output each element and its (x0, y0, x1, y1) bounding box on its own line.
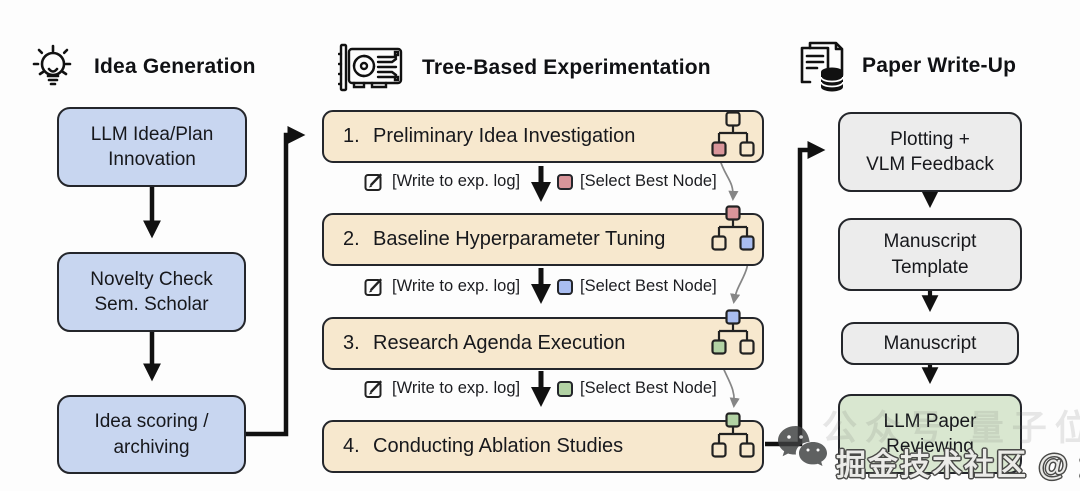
node-color-chip (557, 380, 573, 397)
step-number: 1. (343, 125, 360, 147)
step-number: 3. (343, 332, 360, 354)
node-color-chip (557, 173, 573, 190)
edit-icon (364, 380, 383, 398)
gpu-icon (338, 43, 403, 92)
header-idea-generation-label: Idea Generation (94, 55, 256, 78)
box-manuscript-template: Manuscript Template (838, 218, 1022, 291)
header-tree-experimentation: Tree-Based Experimentation (338, 42, 711, 94)
watermark-text: 掘金技术社区 @ 量子位 (836, 449, 1080, 482)
write-log-label-row: [Write to exp. log] (364, 171, 520, 192)
write-log-label: [Write to exp. log] (392, 277, 521, 295)
faint-watermark: 公众号 量子位 (822, 409, 1080, 448)
header-paper-writeup-label: Paper Write-Up (862, 54, 1017, 77)
box-plotting-vlm-feedback: Plotting + VLM Feedback (838, 112, 1022, 192)
lightbulb-icon (32, 44, 74, 86)
select-node-label: [Select Best Node] (580, 172, 717, 190)
select-node-label-row: [Select Best Node] (557, 172, 717, 191)
step-title: Preliminary Idea Investigation (373, 125, 636, 147)
header-idea-generation: Idea Generation (26, 38, 256, 96)
tree-icon (711, 412, 755, 458)
tree-icon (711, 205, 755, 251)
box-baseline-hyperparameter-tuning: 2. Baseline Hyperparameter Tuning (322, 213, 764, 266)
select-node-label-row: [Select Best Node] (557, 379, 717, 398)
write-log-label: [Write to exp. log] (392, 172, 521, 190)
box-llm-paper-reviewing: LLM Paper Reviewing (838, 394, 1022, 474)
header-paper-writeup: Paper Write-Up (794, 38, 1016, 94)
select-node-label-row: [Select Best Node] (557, 277, 717, 296)
wechat-icon (778, 426, 827, 466)
write-log-label-row: [Write to exp. log] (364, 378, 520, 399)
tree-icon (711, 309, 755, 355)
step-title: Baseline Hyperparameter Tuning (373, 228, 666, 250)
edit-icon (364, 173, 383, 191)
box-preliminary-idea-investigation: 1. Preliminary Idea Investigation (322, 110, 764, 163)
write-log-label: [Write to exp. log] (392, 379, 521, 397)
edit-icon (364, 278, 383, 296)
box-novelty-check: Novelty Check Sem. Scholar (57, 252, 246, 332)
box-research-agenda-execution: 3. Research Agenda Execution (322, 317, 764, 370)
node-color-chip (557, 278, 573, 295)
papers-database-icon (800, 41, 844, 92)
step-title: Conducting Ablation Studies (373, 435, 624, 457)
step-title: Research Agenda Execution (373, 332, 626, 354)
box-manuscript: Manuscript (841, 322, 1019, 365)
step-number: 4. (343, 435, 360, 457)
select-node-label: [Select Best Node] (580, 379, 717, 397)
step-number: 2. (343, 228, 360, 250)
write-log-label-row: [Write to exp. log] (364, 276, 520, 297)
select-node-label: [Select Best Node] (580, 277, 717, 295)
box-conducting-ablation-studies: 4. Conducting Ablation Studies (322, 420, 764, 473)
tree-icon (711, 111, 755, 157)
header-tree-experimentation-label: Tree-Based Experimentation (422, 56, 711, 79)
box-idea-scoring-archiving: Idea scoring / archiving (57, 395, 246, 474)
box-llm-idea-plan-innovation: LLM Idea/Plan Innovation (57, 107, 247, 187)
